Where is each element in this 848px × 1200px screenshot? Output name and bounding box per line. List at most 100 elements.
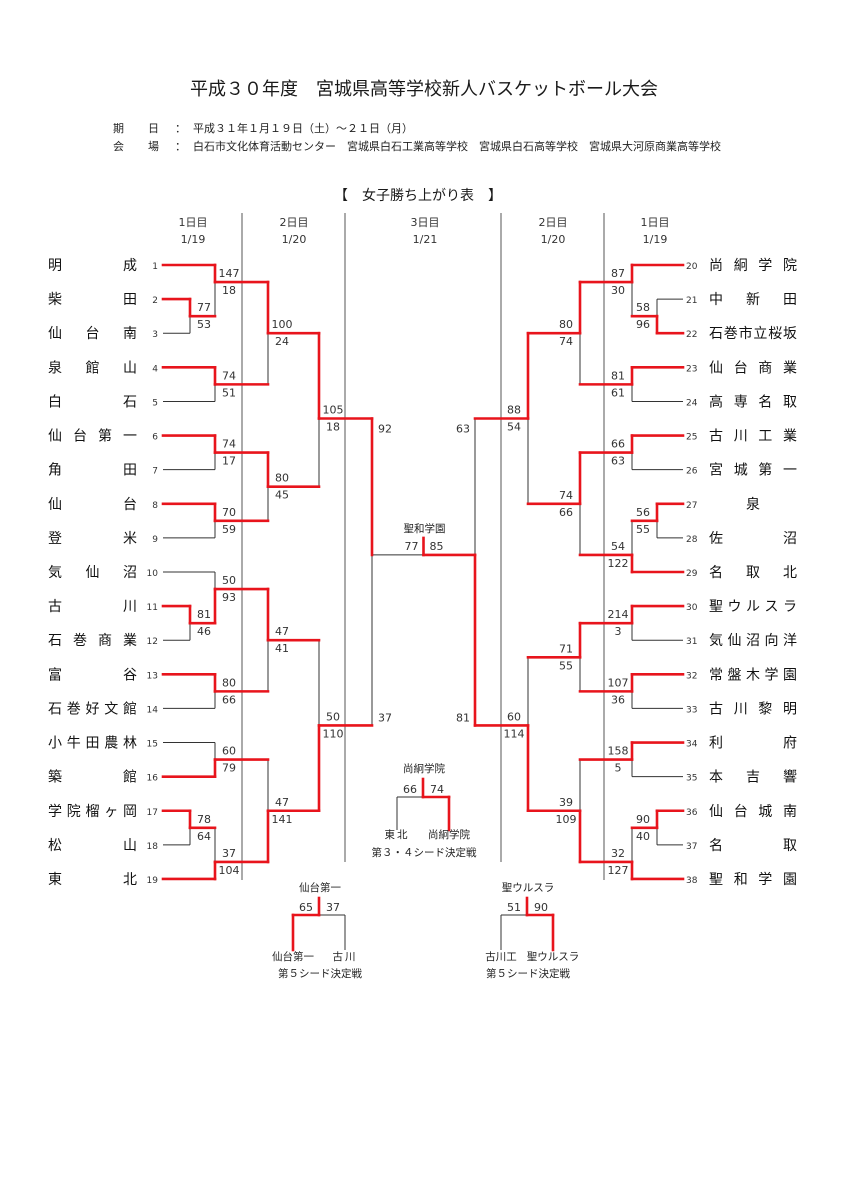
- team-seed-number: 14: [147, 705, 159, 715]
- venue-value: 白石市文化体育活動センター 宮城県白石工業高等学校 宮城県白石高等学校 宮城県大…: [193, 139, 721, 153]
- team-name: 気仙沼: [48, 565, 137, 581]
- score-bottom: 96: [636, 318, 650, 331]
- team-name: 小牛田農林: [48, 736, 137, 752]
- playoff-winner: 仙台第一: [299, 881, 341, 894]
- team-seed-number: 26: [686, 467, 698, 477]
- playoff-title: 第５シード決定戦: [486, 967, 570, 980]
- day-date: 1/19: [643, 233, 668, 246]
- score-top: 37: [222, 847, 236, 860]
- team-name: 仙台南: [48, 326, 137, 342]
- playoff-team-right: 尚絅学院: [428, 828, 470, 841]
- day-date: 1/20: [282, 233, 307, 246]
- score-bottom: 64: [197, 830, 211, 843]
- score-bottom: 37: [378, 712, 392, 725]
- final-score-right: 85: [430, 540, 444, 553]
- date-value: 平成３１年１月１９日（土）～２１日（月）: [193, 121, 413, 135]
- score-bottom: 55: [559, 659, 573, 672]
- day-date: 1/20: [541, 233, 566, 246]
- playoff-score-left: 65: [299, 901, 313, 914]
- team-seed-number: 7: [152, 467, 158, 477]
- score-top: 74: [222, 438, 236, 451]
- score-bottom: 66: [222, 693, 236, 706]
- team-seed-number: 1: [152, 262, 158, 272]
- score-top: 90: [636, 813, 650, 826]
- playoff-score-right: 74: [430, 783, 444, 796]
- day-headers: 1日目 1/19 2日目 1/20 3日目 1/21 2日目 1/20 1日目 …: [179, 216, 670, 246]
- score-top: 56: [636, 506, 650, 519]
- score-top: 63: [456, 423, 470, 436]
- team-seed-number: 12: [147, 637, 158, 647]
- score-top: 74: [559, 489, 573, 502]
- team-seed-number: 4: [152, 364, 158, 374]
- team-seed-number: 16: [147, 774, 159, 784]
- score-bottom: 3: [615, 625, 622, 638]
- score-top: 100: [272, 318, 293, 331]
- playoff-score-left: 66: [403, 783, 417, 796]
- team-seed-number: 21: [686, 296, 697, 306]
- score-top: 81: [611, 369, 625, 382]
- team-seed-number: 27: [686, 501, 697, 511]
- team-name: 名取北: [709, 565, 797, 581]
- team-seed-number: 19: [147, 876, 159, 886]
- day-date: 1/19: [181, 233, 206, 246]
- team-seed-number: 29: [686, 569, 698, 579]
- team-seed-number: 10: [147, 569, 159, 579]
- team-name: 気仙沼向洋: [709, 633, 797, 649]
- score-bottom: 93: [222, 591, 236, 604]
- team-seed-number: 23: [686, 364, 697, 374]
- score-top: 50: [222, 574, 236, 587]
- page-title: 平成３０年度 宮城県高等学校新人バスケットボール大会: [190, 79, 658, 100]
- team-seed-number: 2: [152, 296, 158, 306]
- playoff-winner: 聖ウルスラ: [502, 882, 555, 894]
- team-seed-number: 20: [686, 262, 698, 272]
- score-bottom: 40: [636, 830, 650, 843]
- final-score-left: 77: [405, 540, 419, 553]
- score-bottom: 51: [222, 386, 236, 399]
- score-bottom: 63: [611, 455, 625, 468]
- score-top: 58: [636, 301, 650, 314]
- playoff-team-left: 仙台第一: [272, 950, 314, 963]
- score-bottom: 24: [275, 335, 289, 348]
- score-bottom: 18: [222, 284, 236, 297]
- score-top: 80: [275, 472, 289, 485]
- playoff-score-left: 51: [507, 901, 521, 914]
- score-bottom: 79: [222, 762, 236, 775]
- score-bottom: 59: [222, 523, 236, 536]
- score-top: 54: [611, 540, 625, 553]
- score-top: 39: [559, 796, 573, 809]
- day-separators: [241, 213, 605, 880]
- playoff-team-right: 古川: [333, 950, 358, 963]
- score-top: 105: [323, 404, 344, 417]
- score-top: 66: [611, 438, 625, 451]
- team-seed-number: 13: [147, 671, 158, 681]
- team-seed-number: 17: [147, 808, 158, 818]
- team-name: 石巻好文館: [48, 700, 137, 717]
- score-bottom: 45: [275, 489, 289, 502]
- score-top: 87: [611, 267, 625, 280]
- score-top: 77: [197, 301, 211, 314]
- playoff-score-right: 90: [534, 901, 548, 914]
- team-seed-number: 37: [686, 842, 697, 852]
- score-top: 70: [222, 506, 236, 519]
- score-top: 47: [275, 625, 289, 638]
- score-top: 74: [222, 369, 236, 382]
- team-seed-number: 6: [152, 433, 158, 443]
- team-seed-number: 34: [686, 740, 698, 750]
- team-seed-number: 35: [686, 774, 697, 784]
- day-label: 1日目: [641, 216, 670, 229]
- score-top: 214: [608, 608, 629, 621]
- playoff-team-right: 聖ウルスラ: [527, 951, 580, 963]
- day-date: 1/21: [413, 233, 438, 246]
- playoff-team-left: 東北: [385, 828, 410, 841]
- score-bottom: 114: [504, 728, 525, 741]
- score-top: 107: [608, 676, 629, 689]
- team-name: 中新田: [709, 292, 797, 308]
- score-bottom: 46: [197, 625, 211, 638]
- score-top: 81: [197, 608, 211, 621]
- playoff-title: 第３・４シード決定戦: [372, 846, 477, 859]
- day-label: 2日目: [539, 216, 568, 229]
- score-top: 92: [378, 423, 392, 436]
- team-seed-number: 11: [147, 603, 158, 613]
- score-bottom: 127: [608, 864, 629, 877]
